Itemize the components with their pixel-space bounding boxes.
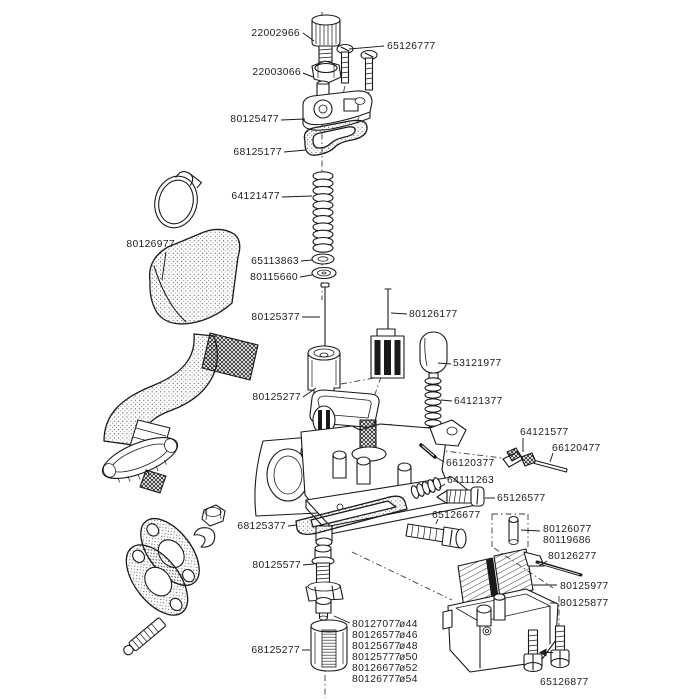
part-label-22002966: 22002966 — [251, 28, 300, 39]
part-flange-gasket-2 — [125, 544, 189, 616]
part-idle-screw — [436, 486, 485, 507]
part-stud — [123, 617, 166, 656]
part-label-66120477: 66120477 — [552, 443, 601, 454]
part-label-65113863: 65113863 — [251, 256, 299, 267]
jet-row-size: ø48 — [399, 641, 418, 652]
part-label-80126277: 80126277 — [548, 551, 597, 562]
part-idle-spring — [410, 477, 442, 499]
part-carburetor-body — [254, 389, 477, 547]
part-body-gasket — [295, 495, 408, 535]
jet-row-part: 80126777 — [352, 674, 401, 685]
jet-row-size: ø44 — [399, 619, 418, 630]
jet-row-part: 80125677 — [352, 641, 401, 652]
part-label-68125377: 68125377 — [237, 521, 286, 532]
part-label-80115660: 80115660 — [250, 272, 298, 283]
part-label-68125277: 68125277 — [251, 645, 300, 656]
part-labels: 22002966 65126777 22003066 80125477 6812… — [126, 28, 608, 688]
part-circlip-washer — [311, 253, 335, 265]
part-cable-adjuster-bolt — [311, 14, 341, 65]
part-label-64121377: 64121377 — [454, 396, 503, 407]
part-bowl-screws — [523, 625, 570, 673]
part-label-80125977: 80125977 — [560, 581, 609, 592]
jet-row-part: 80127077 — [352, 619, 401, 630]
part-label-64121477: 64121477 — [231, 191, 280, 202]
part-float-pin-small — [508, 515, 519, 545]
part-label-80125477: 80125477 — [230, 114, 279, 125]
part-lever-pin — [419, 443, 437, 459]
part-intake-boot — [148, 228, 241, 325]
part-fuel-filter — [310, 619, 348, 672]
part-float-pivot-pin — [535, 560, 583, 577]
part-slide-spring — [312, 171, 334, 253]
jet-row-part: 80125777 — [352, 652, 401, 663]
part-halfmoon-key — [193, 527, 216, 548]
jet-row-size: ø50 — [399, 652, 418, 663]
part-label-68125177: 68125177 — [233, 147, 282, 158]
part-cover-screws — [336, 43, 378, 91]
part-label-65126577: 65126577 — [497, 493, 546, 504]
part-intake-elbow — [101, 332, 259, 494]
part-main-jet-holder — [305, 544, 344, 602]
jet-row-size: ø46 — [399, 630, 418, 641]
part-label-22003066: 22003066 — [252, 67, 301, 78]
part-float-bowl-bolt — [405, 523, 467, 549]
part-main-jet — [315, 596, 332, 621]
part-label-80125377: 80125377 — [251, 312, 300, 323]
part-cover-gasket — [303, 119, 368, 156]
jet-size-list: 80127077 ø44 80126577 ø46 80125677 ø48 8… — [352, 619, 418, 685]
part-label-65126677: 65126677 — [432, 510, 481, 521]
jet-row-part: 80126677 — [352, 663, 401, 674]
part-label-64121577: 64121577 — [520, 427, 569, 438]
part-label-80125577: 80125577 — [252, 560, 301, 571]
part-spring-seat — [311, 266, 337, 280]
part-label-65126777: 65126777 — [387, 41, 436, 52]
jet-row-size: ø52 — [399, 663, 418, 674]
part-locknut — [311, 60, 342, 84]
leader-lines — [161, 32, 557, 651]
part-label-80125877: 80125877 — [560, 598, 609, 609]
part-lever-rod — [533, 459, 568, 473]
jet-row-part: 80126577 — [352, 630, 401, 641]
part-throttle-slide — [307, 345, 341, 397]
part-label-64111263: 64111263 — [447, 475, 494, 486]
part-label-80125277: 80125277 — [252, 392, 301, 403]
part-throttle-lever — [502, 447, 537, 468]
bowl-screw-arrow — [539, 648, 553, 657]
part-label-80126077: 80126077 — [543, 524, 592, 535]
part-choke-slide — [370, 288, 405, 379]
part-label-66120377: 66120377 — [446, 458, 495, 469]
part-label-53121977: 53121977 — [453, 358, 502, 369]
jet-row-size: ø54 — [399, 674, 418, 685]
part-small-nut — [201, 504, 226, 527]
part-top-cover — [302, 80, 373, 131]
part-label-65126877: 65126877 — [540, 677, 589, 688]
part-jet-needle — [320, 282, 330, 347]
part-hose-clamp — [154, 170, 203, 229]
part-label-80119686: 80119686 — [543, 535, 591, 546]
part-label-80126177: 80126177 — [409, 309, 458, 320]
part-label-80126977: 80126977 — [126, 239, 175, 250]
